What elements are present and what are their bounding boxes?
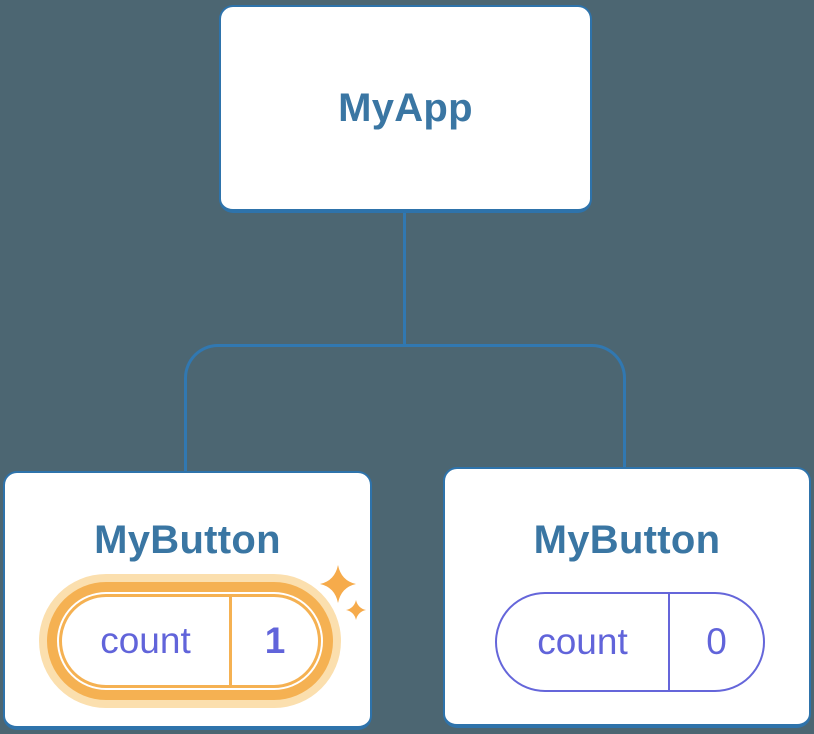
node-title-mybutton-right: MyButton [533, 518, 721, 562]
node-title-myapp: MyApp [338, 86, 473, 130]
connector-root-line [403, 212, 406, 346]
state-value: 0 [668, 594, 763, 690]
node-title-mybutton-left: MyButton [94, 518, 281, 562]
sparkle-small-icon [346, 600, 366, 620]
state-pill: count 0 [495, 592, 765, 692]
state-value: 1 [229, 597, 318, 685]
sparkles-icon [320, 565, 366, 620]
state-label: count [100, 620, 191, 661]
tree-node-mybutton-left: MyButton count 1 [3, 471, 372, 730]
state-pill-highlighted: count 1 [59, 594, 321, 688]
tree-node-mybutton-right: MyButton count 0 [443, 467, 811, 728]
connector-branch-lines [184, 344, 626, 474]
sparkle-large-icon [320, 565, 356, 603]
tree-node-myapp: MyApp [219, 5, 592, 213]
state-label: count [537, 621, 628, 662]
